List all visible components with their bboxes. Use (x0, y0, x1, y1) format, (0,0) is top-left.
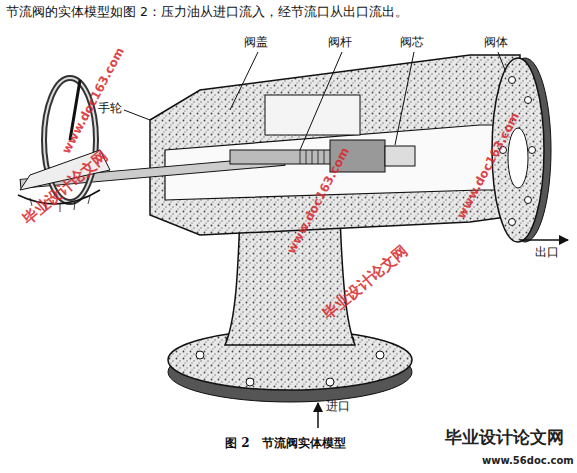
watermark-logo: 毕业设计论文网 (445, 428, 564, 448)
bonnet-chamber (265, 95, 360, 135)
figure-caption: 图 2 节流阀实体模型 (225, 437, 346, 451)
outlet-arrow (520, 239, 568, 241)
inlet-arrow (317, 403, 319, 428)
part-label: 阀芯 (400, 36, 424, 50)
flow-label: 进口 (326, 400, 350, 414)
watermark: 毕业设计论文网 (20, 148, 112, 229)
heading: 节流阀的实体模型如图 2：压力油从进口流入，经节流口从出口流出。 (6, 5, 408, 19)
valve-neck (225, 215, 355, 345)
watermark-url: www.56doc.com (482, 455, 574, 467)
part-label: 手轮 (98, 102, 122, 116)
leader-line (124, 52, 505, 150)
flow-label: 出口 (535, 246, 559, 260)
part-label: 阀盖 (244, 36, 268, 50)
part-label: 阀体 (484, 36, 508, 50)
part-label: 阀杆 (328, 36, 352, 50)
